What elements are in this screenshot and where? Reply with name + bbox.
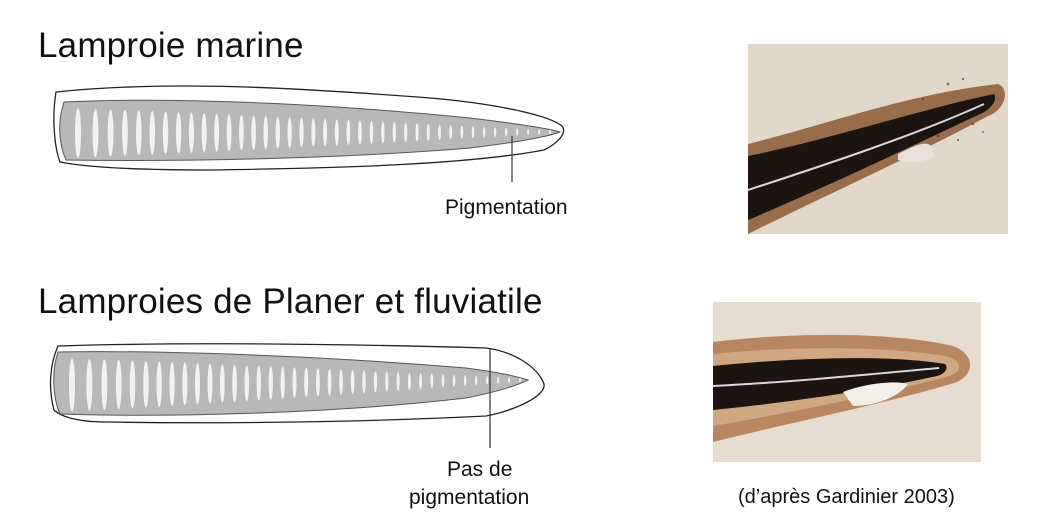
myomere-stripe [408, 373, 411, 391]
myomere-stripe [251, 115, 256, 149]
myomere-stripe [385, 372, 388, 392]
myomere-stripe [508, 377, 510, 383]
myomere-stripe [189, 113, 194, 153]
myomere-stripe [497, 377, 499, 384]
myomere-stripe [122, 110, 128, 156]
myomere-stripe [244, 365, 249, 401]
myomere-stripe [239, 115, 244, 151]
myomere-stripe [461, 126, 464, 139]
myomere-stripe [232, 365, 237, 402]
myomere-stripe [304, 368, 308, 397]
myomere-stripe [208, 364, 213, 404]
myomere-stripe [464, 375, 466, 386]
myomere-stripe [288, 117, 292, 148]
myomere-stripe [311, 118, 315, 147]
myomere-stripe [86, 359, 92, 411]
myomere-stripe [358, 120, 362, 144]
myomere-stripe [276, 117, 280, 149]
myomere-stripe [323, 119, 327, 146]
myomere-stripe [299, 118, 303, 148]
myomere-stripe [527, 129, 529, 135]
tail-drawing-planer [46, 338, 566, 448]
myomere-stripe [442, 374, 445, 388]
myomere-stripe [516, 128, 518, 135]
section-title-planer-fluviatile: Lamproies de Planer et fluviatile [38, 282, 543, 322]
myomere-stripe [549, 130, 551, 134]
tail-body [54, 352, 528, 416]
myomere-stripe [415, 123, 418, 141]
myomere-stripe [427, 124, 430, 141]
myomere-stripe [220, 364, 225, 403]
myomere-stripe [472, 126, 475, 138]
myomere-stripe [176, 112, 181, 153]
myomere-stripe [202, 113, 207, 152]
myomere-stripe [292, 367, 296, 398]
myomere-stripe [316, 368, 320, 396]
myomere-stripe [143, 361, 148, 408]
myomere-stripe [397, 372, 400, 391]
myomere-stripe [404, 123, 407, 142]
myomere-stripe [438, 124, 441, 140]
myomere-stripe [430, 374, 433, 389]
myomere-stripe [269, 366, 273, 399]
myomere-stripe [108, 109, 114, 156]
myomere-stripe [393, 122, 396, 142]
myomere-stripe [494, 127, 496, 137]
myomere-stripe [130, 360, 136, 408]
myomere-stripe [419, 373, 422, 389]
myomere-stripe [281, 367, 285, 399]
myomere-stripe [374, 371, 377, 393]
no-pigmentation-label-line1: Pas de [447, 458, 512, 482]
myomere-stripe [69, 358, 75, 411]
myomere-stripe [214, 114, 219, 152]
myomere-stripe [449, 125, 452, 140]
myomere-stripe [381, 122, 384, 144]
myomere-stripe [362, 370, 365, 393]
myomere-stripe [370, 121, 374, 144]
myomere-stripe [351, 370, 355, 394]
myomere-stripe [116, 360, 122, 409]
myomere-stripe [75, 108, 81, 158]
myomere-stripe [163, 112, 168, 155]
myomere-stripe [475, 376, 477, 386]
photo-planer-fluviatile [713, 302, 981, 462]
myomere-stripe [156, 361, 161, 406]
myomere-stripe [486, 376, 488, 384]
myomere-stripe [505, 128, 507, 137]
myomere-stripe [347, 120, 351, 145]
myomere-stripe [150, 111, 155, 155]
myomere-stripe [483, 127, 485, 138]
section-title-marine: Lamproie marine [38, 26, 304, 66]
myomere-stripe [182, 363, 187, 406]
myomere-stripe [227, 114, 232, 151]
myomere-stripe [263, 116, 267, 149]
myomere-stripe [195, 363, 200, 404]
myomere-stripe [538, 129, 540, 134]
source-caption: (d’après Gardinier 2003) [738, 485, 955, 509]
tail-drawing-marine [50, 76, 590, 186]
myomere-stripe [328, 369, 332, 396]
no-pigmentation-label-line2: pigmentation [409, 486, 529, 510]
photo-marine [748, 44, 1008, 234]
myomere-stripe [93, 109, 99, 158]
myomere-stripe [136, 110, 142, 155]
myomere-stripe [257, 366, 261, 401]
myomere-stripe [335, 119, 339, 145]
myomere-stripe [170, 362, 175, 406]
myomere-stripe [519, 378, 521, 382]
myomere-stripe [339, 369, 343, 394]
pigmentation-label: Pigmentation [445, 196, 568, 220]
myomere-stripe [102, 359, 108, 410]
myomere-stripe [453, 375, 455, 387]
